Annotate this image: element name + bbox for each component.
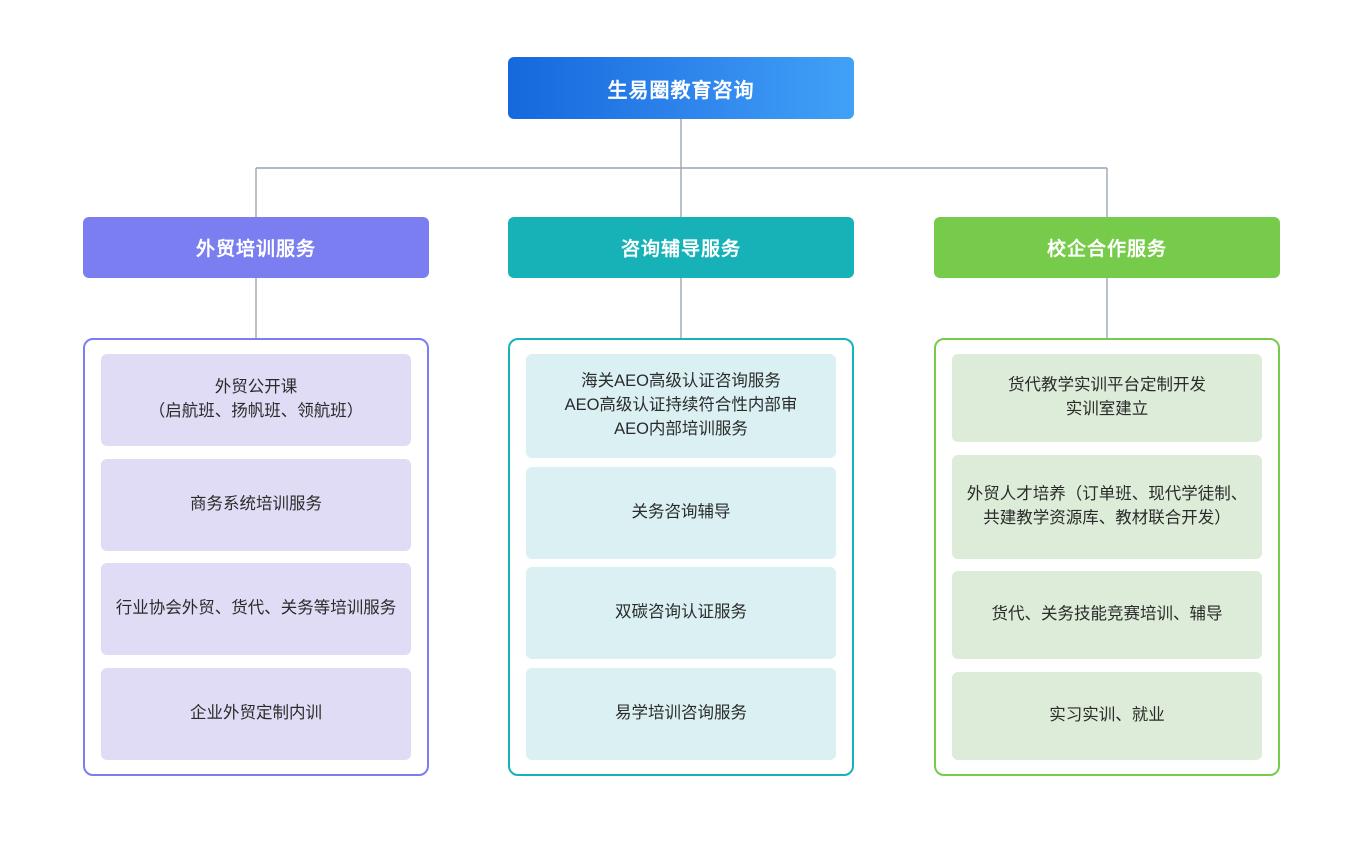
service-item-label: 关务咨询辅导 xyxy=(631,502,731,521)
service-item[interactable]: 行业协会外贸、货代、关务等培训服务 xyxy=(101,563,411,656)
category-header-label: 校企合作服务 xyxy=(1046,239,1167,260)
service-item[interactable]: 货代、关务技能竞赛培训、辅导 xyxy=(952,571,1262,660)
service-item-label: 海关AEO高级认证咨询服务 AEO高级认证持续符合性内部审 AEO内部培训服务 xyxy=(564,372,798,438)
category-header-label: 咨询辅导服务 xyxy=(620,239,741,260)
service-item[interactable]: 外贸人才培养（订单班、现代学徒制、共建教学资源库、教材联合开发） xyxy=(952,454,1262,559)
category-header-training[interactable]: 外贸培训服务 xyxy=(83,217,429,278)
service-item-label: 商务系统培训服务 xyxy=(190,494,322,513)
service-item-label: 实习实训、就业 xyxy=(1049,706,1165,724)
root-node[interactable]: 生易圈教育咨询 xyxy=(508,57,854,119)
service-item-label: 双碳咨询认证服务 xyxy=(615,603,747,622)
service-item-label: 易学培训咨询服务 xyxy=(615,704,747,722)
category-header-school-enterprise[interactable]: 校企合作服务 xyxy=(934,217,1280,278)
category-items-school-enterprise: 货代教学实训平台定制开发 实训室建立 外贸人才培养（订单班、现代学徒制、共建教学… xyxy=(934,338,1280,776)
service-item[interactable]: 商务系统培训服务 xyxy=(101,458,411,551)
service-item[interactable]: 海关AEO高级认证咨询服务 AEO高级认证持续符合性内部审 AEO内部培训服务 xyxy=(526,354,836,458)
service-item[interactable]: 企业外贸定制内训 xyxy=(101,667,411,760)
service-item[interactable]: 实习实训、就业 xyxy=(952,671,1262,760)
category-header-consulting[interactable]: 咨询辅导服务 xyxy=(508,217,854,278)
service-item-label: 行业协会外贸、货代、关务等培训服务 xyxy=(115,599,397,618)
service-item-label: 外贸公开课 （启航班、扬帆班、领航班） xyxy=(148,378,364,420)
service-item[interactable]: 关务咨询辅导 xyxy=(526,466,836,559)
service-item-label: 外贸人才培养（订单班、现代学徒制、共建教学资源库、教材联合开发） xyxy=(966,484,1248,527)
service-item[interactable]: 双碳咨询认证服务 xyxy=(526,567,836,660)
service-item[interactable]: 易学培训咨询服务 xyxy=(526,667,836,760)
service-item[interactable]: 货代教学实训平台定制开发 实训室建立 xyxy=(952,354,1262,442)
root-node-label: 生易圈教育咨询 xyxy=(607,79,755,102)
service-item-label: 货代、关务技能竞赛培训、辅导 xyxy=(991,605,1223,624)
service-item-label: 货代教学实训平台定制开发 实训室建立 xyxy=(1008,376,1206,418)
service-item-label: 企业外贸定制内训 xyxy=(190,704,322,722)
category-items-training: 外贸公开课 （启航班、扬帆班、领航班） 商务系统培训服务 行业协会外贸、货代、关… xyxy=(83,338,429,776)
service-item[interactable]: 外贸公开课 （启航班、扬帆班、领航班） xyxy=(101,354,411,446)
category-header-label: 外贸培训服务 xyxy=(195,239,316,260)
category-items-consulting: 海关AEO高级认证咨询服务 AEO高级认证持续符合性内部审 AEO内部培训服务 … xyxy=(508,338,854,776)
